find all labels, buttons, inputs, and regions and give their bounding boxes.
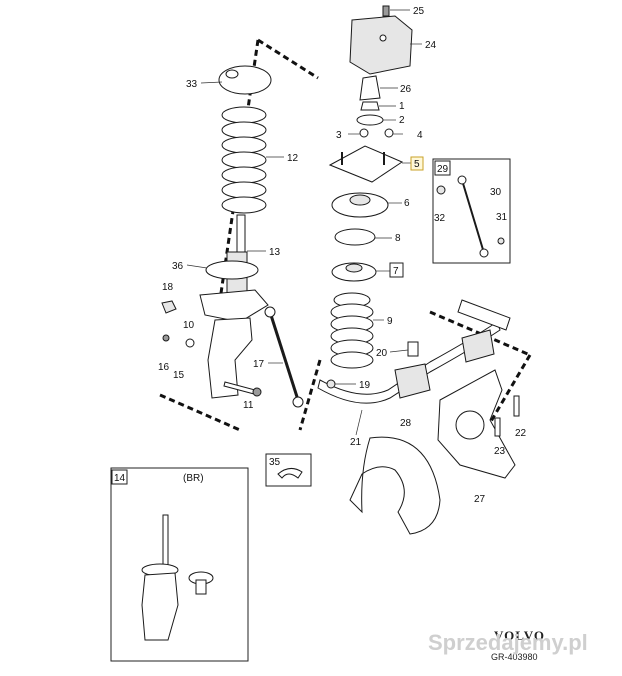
- washer-2: [356, 114, 384, 126]
- callout-4: 4: [417, 130, 423, 141]
- stabilizer-bushing-right: [461, 329, 495, 363]
- callout-10: 10: [183, 320, 195, 331]
- inset-29-link: [461, 179, 485, 254]
- callout-2: 2: [399, 115, 405, 126]
- callout-36: 36: [172, 261, 184, 272]
- callout-15: 15: [173, 370, 185, 381]
- dust-bellows: [330, 292, 374, 369]
- callout-14: 14: [114, 473, 126, 484]
- callout-25: 25: [413, 6, 425, 17]
- coil-spring: [221, 106, 267, 214]
- callout-26: 26: [400, 84, 412, 95]
- callout-5-highlight: [410, 156, 424, 171]
- inset-14-frame: [110, 467, 249, 662]
- callout-9: 9: [387, 316, 393, 327]
- bolt-22: [513, 395, 520, 417]
- callout-17: 17: [253, 359, 265, 370]
- callout-23: 23: [494, 446, 506, 457]
- drawing-reference: GR-403980: [491, 652, 538, 662]
- callout-22: 22: [515, 428, 527, 439]
- bolt-23: [494, 417, 501, 437]
- callout-27: 27: [474, 494, 486, 505]
- nut-4: [384, 128, 394, 138]
- strut-cover: [349, 15, 413, 75]
- nut-3: [359, 128, 369, 138]
- callout-8: 8: [395, 233, 401, 244]
- stabilizer-link: [268, 311, 300, 401]
- callout-11: 11: [243, 400, 254, 411]
- nut-19: [326, 379, 336, 389]
- leader-lines: [186, 9, 422, 436]
- lower-spring-seat: [205, 260, 259, 280]
- callout-29: 29: [437, 164, 449, 175]
- callout-24: 24: [425, 40, 437, 51]
- bump-stop-cap: [359, 75, 381, 101]
- callout-20: 20: [376, 348, 388, 359]
- nut-1: [360, 101, 380, 111]
- nut-18: [161, 300, 177, 314]
- callout-3: 3: [336, 130, 342, 141]
- strut-bracket: [207, 317, 253, 399]
- shock-absorber-rod: [236, 214, 246, 256]
- callout-21: 21: [350, 437, 362, 448]
- upper-spring-seat: [218, 65, 272, 95]
- callout-5: 5: [414, 159, 420, 170]
- brake-disc-shield: [349, 436, 441, 535]
- callout-28: 28: [400, 418, 412, 429]
- br-strut-body: [141, 572, 179, 641]
- callout-32: 32: [434, 213, 446, 224]
- callout-30: 30: [490, 187, 502, 198]
- brand-logo: VOLVO: [494, 628, 545, 643]
- cable-tie: [277, 468, 303, 479]
- callout-6: 6: [404, 198, 410, 209]
- callout-29-box: [434, 160, 451, 176]
- stabilizer-bushing-left: [394, 363, 431, 399]
- screw-25: [382, 5, 390, 17]
- callout-7-box: [389, 262, 404, 278]
- callout-35: 35: [269, 457, 281, 468]
- callout-7: 7: [393, 266, 399, 277]
- callout-18: 18: [162, 282, 174, 293]
- callout-14-box: [111, 469, 128, 485]
- inset-variant-label: (BR): [183, 473, 204, 484]
- callout-12: 12: [287, 153, 299, 164]
- callout-31: 31: [496, 212, 508, 223]
- callout-16: 16: [158, 362, 170, 373]
- bolt-20: [407, 341, 419, 357]
- watermark-text: Sprzedajemy.pl: [428, 630, 588, 655]
- strut-mount: [328, 145, 404, 183]
- callout-19: 19: [359, 380, 371, 391]
- spring-seat-washer: [334, 228, 376, 246]
- callout-33: 33: [186, 79, 198, 90]
- br-shock-rod: [162, 514, 169, 566]
- callout-1: 1: [399, 101, 405, 112]
- callout-13: 13: [269, 247, 281, 258]
